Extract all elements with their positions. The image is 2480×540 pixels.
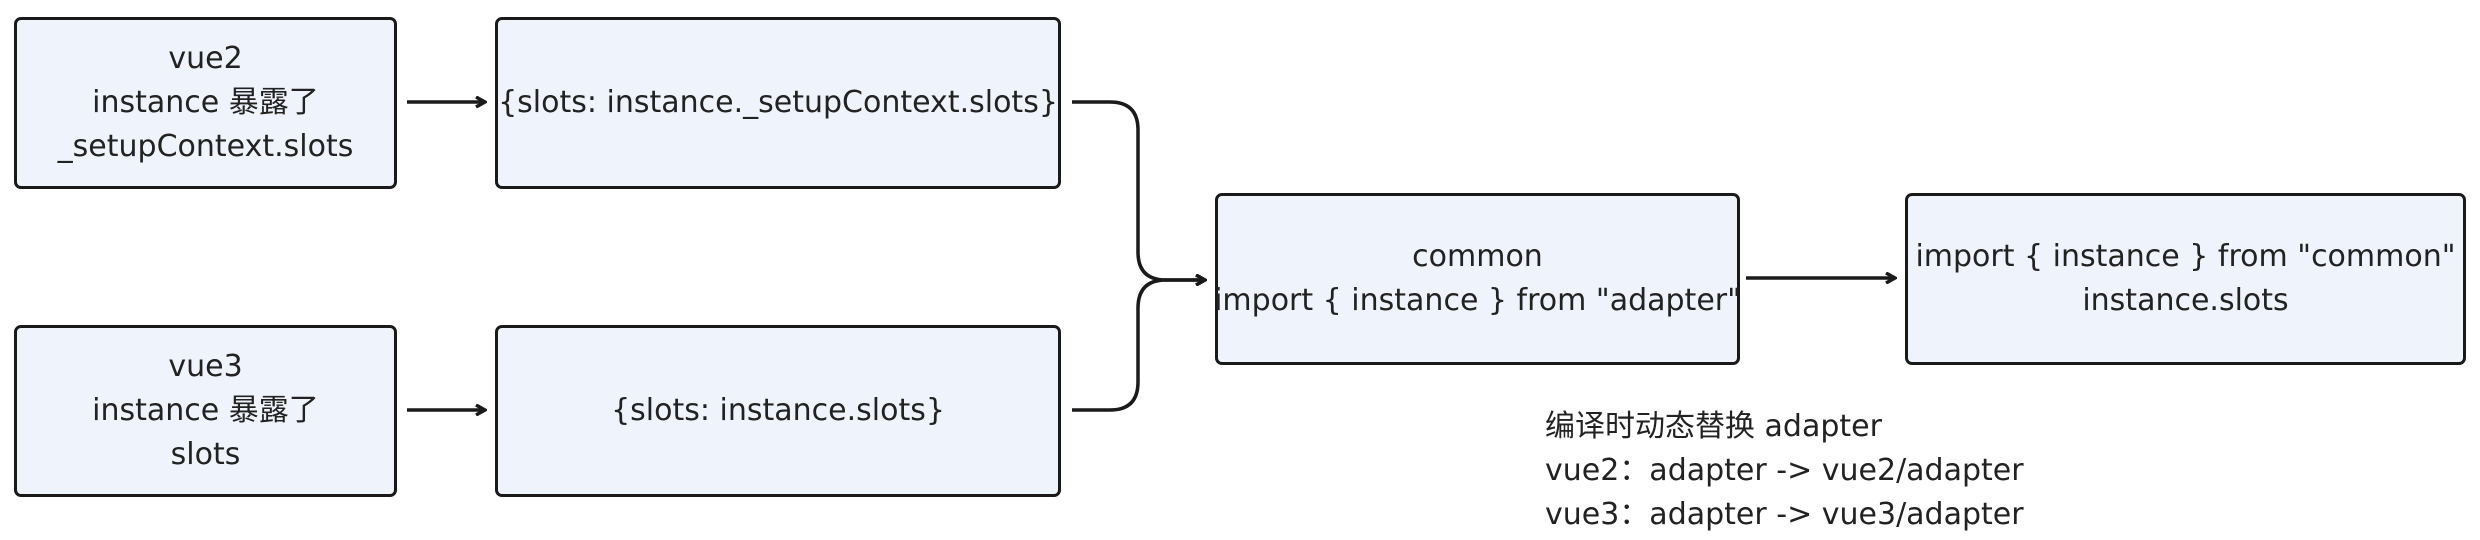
node-text-line: instance 暴露了: [92, 85, 319, 120]
note-line: vue2：adapter -> vue2/adapter: [1545, 453, 2024, 488]
adapter-note: 编译时动态替换 adapter vue2：adapter -> vue2/ada…: [1545, 405, 2024, 537]
note-line: vue3：adapter -> vue3/adapter: [1545, 497, 2024, 532]
vue2-slots-node: {slots: instance._setupContext.slots}: [495, 17, 1061, 189]
node-text-line: instance 暴露了: [92, 393, 319, 428]
node-text-line: import { instance } from "common": [1915, 239, 2456, 274]
arrow-vue2-slots-to-common: [1072, 100, 1205, 280]
node-text-line: {slots: instance._setupContext.slots}: [498, 85, 1058, 120]
vue3-slots-node: {slots: instance.slots}: [495, 325, 1061, 497]
arrow-vue3-slots-to-common: [1072, 280, 1205, 412]
node-text-line: slots: [170, 437, 241, 472]
node-text-line: common: [1412, 239, 1543, 274]
consumer-node: import { instance } from "common" instan…: [1905, 193, 2466, 365]
node-text-line: vue2: [168, 41, 243, 76]
node-text-line: vue3: [168, 349, 243, 384]
node-text-line: {slots: instance.slots}: [611, 393, 945, 428]
node-text-line: _setupContext.slots: [57, 129, 354, 164]
node-text-line: import { instance } from "adapter": [1214, 283, 1741, 318]
note-line: 编译时动态替换 adapter: [1545, 409, 1882, 444]
vue3-source-node: vue3 instance 暴露了 slots: [14, 325, 397, 497]
node-text-line: instance.slots: [2082, 283, 2289, 318]
vue2-source-node: vue2 instance 暴露了 _setupContext.slots: [14, 17, 397, 189]
common-node: common import { instance } from "adapter…: [1214, 193, 1741, 365]
